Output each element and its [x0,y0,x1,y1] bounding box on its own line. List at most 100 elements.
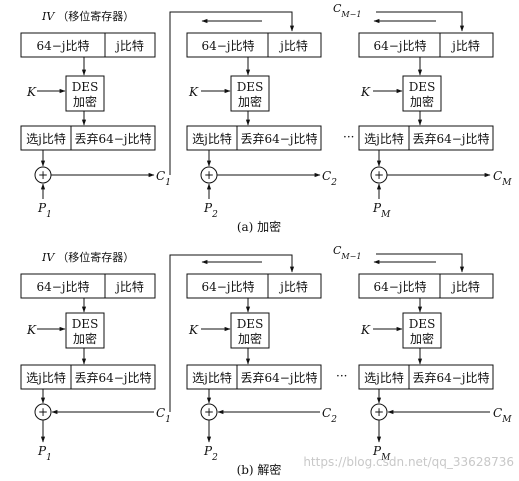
svg-text:64−j比特: 64−j比特 [373,38,426,53]
svg-text:加密: 加密 [410,331,434,346]
des-encrypt-box [402,75,442,112]
select-bits-box [358,125,494,151]
select-bits-box [358,364,494,390]
svg-text:丢弃64−j比特: 丢弃64−j比特 [240,131,317,146]
ciphertext-label: C1 [156,169,171,188]
des-encrypt-box [230,75,270,112]
stage-2-encrypt: 64−j比特 j比特 DES 加密 K 选j比特 丢弃64−j比特 + P2 C… [186,32,337,220]
svg-text:CM−1: CM−1 [333,244,361,261]
watermark: https://blog.csdn.net/qq_33628736 [303,455,514,469]
ciphertext-label: C2 [322,406,337,425]
svg-text:丢弃64−j比特: 丢弃64−j比特 [412,370,489,385]
shift-register [186,273,322,299]
key-label: K [26,85,37,99]
plaintext-label: PM [372,444,391,463]
svg-text:选j比特: 选j比特 [364,131,404,146]
svg-text:丢弃64−j比特: 丢弃64−j比特 [74,131,151,146]
svg-text:K: K [360,85,371,99]
svg-text:加密: 加密 [238,331,262,346]
svg-text:加密: 加密 [238,94,262,109]
feedback-wire-cm1 [376,11,465,32]
svg-text:+: + [204,168,214,182]
svg-text:DES: DES [409,80,436,94]
svg-text:+: + [204,405,214,419]
shift-register [358,32,494,58]
svg-text:丢弃64−j比特: 丢弃64−j比特 [412,131,489,146]
des-encrypt-box [65,312,105,349]
svg-text:64−j比特: 64−j比特 [373,279,426,294]
svg-text:选j比特: 选j比特 [26,131,66,146]
svg-text:加密: 加密 [73,331,97,346]
svg-text:DES: DES [72,317,99,331]
svg-text:DES: DES [237,80,264,94]
feedback-label-cm1: CM−1 [333,2,361,19]
select-bits-box [20,364,156,390]
stage-2-decrypt: 64−j比特 j比特 DES 加密 K 选j比特 丢弃64−j比特 + C2 P… [186,273,337,463]
des-encrypt-box [65,75,105,112]
ciphertext-label: C2 [322,169,337,188]
ellipsis: ··· [343,130,354,144]
shift-register [358,273,494,299]
svg-text:j比特: j比特 [450,38,480,53]
feedback-wire-c1 [169,254,295,412]
shift-register [186,32,322,58]
svg-text:丢弃64−j比特: 丢弃64−j比特 [240,370,317,385]
ellipsis: ··· [336,369,347,383]
decryption-panel: CM−1 IV（移位寄存器） 64−j比特 j比特 DES 加密 K 选j比特 … [20,244,512,477]
des-encrypt-box [402,312,442,349]
svg-text:K: K [188,323,199,337]
svg-text:j比特: j比特 [278,38,308,53]
svg-text:丢弃64−j比特: 丢弃64−j比特 [74,370,151,385]
svg-text:+: + [374,168,384,182]
stage-1-decrypt: 64−j比特 j比特 DES 加密 K 选j比特 丢弃64−j比特 + C1 P… [20,273,171,463]
register-right: j比特 [114,38,144,53]
feedback-wire-c1 [169,11,295,175]
ciphertext-label: CM [493,406,512,425]
select-bits-box [186,364,322,390]
svg-text:+: + [38,168,48,182]
svg-text:DES: DES [237,317,264,331]
register-left: 64−j比特 [36,38,89,53]
stage-m-decrypt: 64−j比特 j比特 DES 加密 K 选j比特 丢弃64−j比特 + CM P… [358,273,512,463]
shift-register [20,32,156,58]
plaintext-label: P1 [37,444,52,463]
svg-text:选j比特: 选j比特 [364,370,404,385]
svg-text:j比特: j比特 [450,279,480,294]
des-encrypt-box [230,312,270,349]
svg-text:64−j比特: 64−j比特 [201,279,254,294]
caption-decrypt: (b) 解密 [237,462,282,477]
select-bits-box [20,125,156,151]
plaintext-label: P1 [37,201,52,220]
svg-text:j比特: j比特 [278,279,308,294]
svg-text:CM−1: CM−1 [333,2,361,19]
ciphertext-label: CM [493,169,512,188]
svg-text:选j比特: 选j比特 [192,370,232,385]
plaintext-label: PM [372,201,391,220]
svg-text:64−j比特: 64−j比特 [36,279,89,294]
svg-text:加密: 加密 [73,94,97,109]
svg-text:+: + [374,405,384,419]
svg-text:加密: 加密 [410,94,434,109]
stage-1-encrypt: 64−j比特 j比特 DES 加密 K 选j比特 丢弃64−j比特 + P1 C… [20,32,171,220]
svg-text:K: K [188,85,199,99]
svg-text:64−j比特: 64−j比特 [201,38,254,53]
shift-register [20,273,156,299]
svg-text:K: K [360,323,371,337]
plaintext-label: P2 [203,444,218,463]
svg-text:DES: DES [72,80,99,94]
plaintext-label: P2 [203,201,218,220]
svg-text:选j比特: 选j比特 [26,370,66,385]
stage-m-encrypt: 64−j比特 j比特 DES 加密 K 选j比特 丢弃64−j比特 + PM C… [358,32,512,220]
svg-text:+: + [38,405,48,419]
svg-text:K: K [26,323,37,337]
feedback-label-cm1: CM−1 [333,244,361,261]
encryption-panel: CM−1 IV（移位寄存器） 64−j比特 j比特 DES 加密 K 选j比特 … [20,2,512,234]
iv-label: IV（移位寄存器） [41,250,134,264]
feedback-wire-cm1 [376,253,465,273]
ciphertext-label: C1 [156,406,171,425]
svg-text:DES: DES [409,317,436,331]
caption-encrypt: (a) 加密 [237,219,281,234]
svg-text:选j比特: 选j比特 [192,131,232,146]
svg-text:j比特: j比特 [114,279,144,294]
